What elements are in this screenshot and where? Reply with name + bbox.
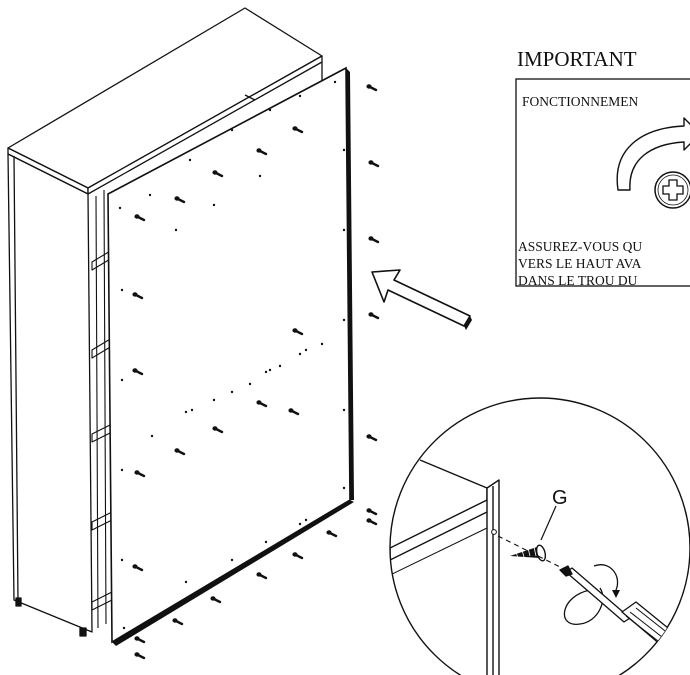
nail-hole <box>184 580 188 584</box>
important-note-line-1: ASSUREZ-VOUS QU <box>518 239 642 254</box>
nail <box>134 214 146 222</box>
cabinet <box>7 7 323 637</box>
important-panel: IMPORTANT FONCTIONNEMEN ASSUREZ-VOUS QU … <box>515 47 690 288</box>
nail-hole <box>184 410 188 414</box>
nail-hole <box>230 558 234 562</box>
nail-hole <box>278 364 282 368</box>
nails <box>132 84 380 660</box>
important-caption: FONCTIONNEMEN <box>522 94 638 109</box>
nail-hole <box>118 206 122 210</box>
important-heading: IMPORTANT <box>517 47 637 71</box>
nail-hole <box>188 158 192 162</box>
nail-hole <box>342 148 346 152</box>
nail <box>212 426 224 434</box>
important-note-line-2: VERS LE HAUT AVA <box>518 256 642 271</box>
nail <box>172 618 184 626</box>
nail-hole <box>174 228 178 232</box>
nail-hole <box>342 228 346 232</box>
nail <box>368 312 380 320</box>
nail <box>132 292 144 300</box>
nail <box>366 434 378 442</box>
nail <box>366 518 378 526</box>
nail <box>366 84 378 92</box>
nail <box>288 408 300 416</box>
nail <box>368 160 380 168</box>
nail-holes <box>118 80 346 630</box>
nail <box>256 400 268 408</box>
nail-hole <box>333 80 337 84</box>
phillips-screw-icon <box>654 171 690 209</box>
nail <box>366 508 378 516</box>
nail-hole <box>264 370 268 374</box>
part-label-g: G <box>552 487 568 509</box>
nail-hole <box>120 378 124 382</box>
nail-hole <box>120 288 124 292</box>
nail-hole <box>120 558 124 562</box>
nail-hole <box>342 408 346 412</box>
cabinet-side-panel <box>7 153 93 633</box>
nail-hole <box>212 398 216 402</box>
nail-hole <box>304 348 308 352</box>
nail-hole <box>258 174 262 178</box>
nail-hole <box>248 382 252 386</box>
nail <box>368 236 380 244</box>
nail-hole <box>212 203 216 207</box>
nail-hole <box>320 342 324 346</box>
nail <box>132 564 144 572</box>
nail <box>134 470 146 478</box>
detail-view: G <box>389 397 690 675</box>
nail <box>292 328 304 336</box>
clockwise-arrow-icon <box>616 117 690 191</box>
nail-hole <box>150 434 154 438</box>
nail <box>174 448 186 456</box>
nail-hole <box>148 193 152 197</box>
nail <box>134 652 146 660</box>
nail-hole <box>120 468 124 472</box>
nail <box>292 552 304 560</box>
nail <box>256 572 268 580</box>
nail <box>134 636 146 644</box>
nail <box>174 196 186 204</box>
nail-hole <box>264 540 268 544</box>
nail-hole <box>298 94 302 98</box>
nail <box>292 126 304 134</box>
nail-hole <box>298 522 302 526</box>
nail-hole <box>342 486 346 490</box>
screw-g: G <box>510 487 568 562</box>
nail-hole <box>268 368 272 372</box>
nail-hole <box>122 626 126 630</box>
nail-hole <box>268 108 272 112</box>
nail <box>256 148 268 156</box>
nail <box>212 170 224 178</box>
nail <box>132 368 144 376</box>
nail-hole <box>230 128 234 132</box>
nail <box>210 596 222 604</box>
nail-hole <box>298 352 302 356</box>
nail <box>326 530 338 538</box>
nail-hole <box>190 408 194 412</box>
nail-hole <box>304 518 308 522</box>
insertion-guide <box>497 535 567 571</box>
nail-hole <box>342 318 346 322</box>
important-note-line-3: DANS LE TROU DU <box>518 273 638 288</box>
back-panel <box>107 66 354 646</box>
insert-direction-arrow-icon <box>371 269 472 330</box>
cabinet-shelves <box>91 189 113 629</box>
nail-hole <box>230 390 234 394</box>
